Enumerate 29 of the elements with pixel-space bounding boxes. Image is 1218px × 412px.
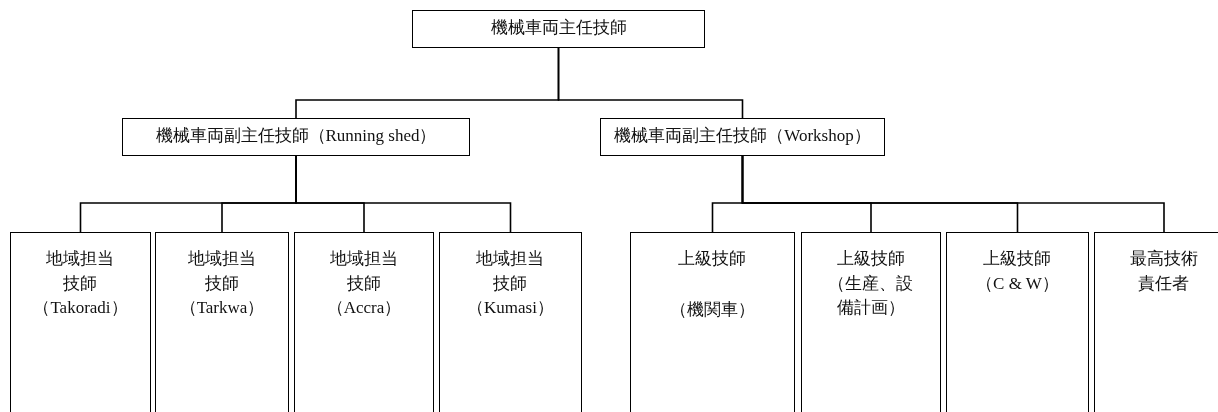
position-detail: （Accra） <box>325 297 403 320</box>
position-box <box>1094 232 1218 412</box>
title-box: 機械車両主任技師 <box>412 10 705 48</box>
position-detail: （C & W） <box>975 272 1060 295</box>
position-box <box>155 232 289 412</box>
position-detail: （機関車） <box>669 298 756 321</box>
position-detail: （Takoradi） <box>32 297 129 320</box>
position-title: 最高技術責任者 <box>1129 248 1199 295</box>
position-box <box>294 232 434 412</box>
position-title: 上級技師 <box>677 248 748 270</box>
position-box <box>630 232 795 412</box>
department-box: 機械車両副主任技師（Running shed） <box>122 118 470 156</box>
position-detail: （生産、設備計画） <box>827 272 915 320</box>
position-detail: （Kumasi） <box>466 297 555 320</box>
position-box <box>801 232 941 412</box>
position-box <box>439 232 582 412</box>
position-title: 地域担当技師 <box>45 248 116 295</box>
position-box <box>946 232 1089 412</box>
position-title: 上級技師 <box>836 248 906 270</box>
position-detail: （Tarkwa） <box>178 297 266 320</box>
connector-line <box>557 47 744 119</box>
position-title: 地域担当技師 <box>329 248 399 295</box>
department-box: 機械車両副主任技師（Workshop） <box>600 118 885 156</box>
position-title: 地域担当技師 <box>475 248 546 295</box>
connector-line <box>741 155 1165 233</box>
position-title: 地域担当技師 <box>187 248 257 295</box>
position-box <box>10 232 151 412</box>
connector-line <box>295 155 512 233</box>
position-title: 上級技師 <box>982 248 1053 270</box>
